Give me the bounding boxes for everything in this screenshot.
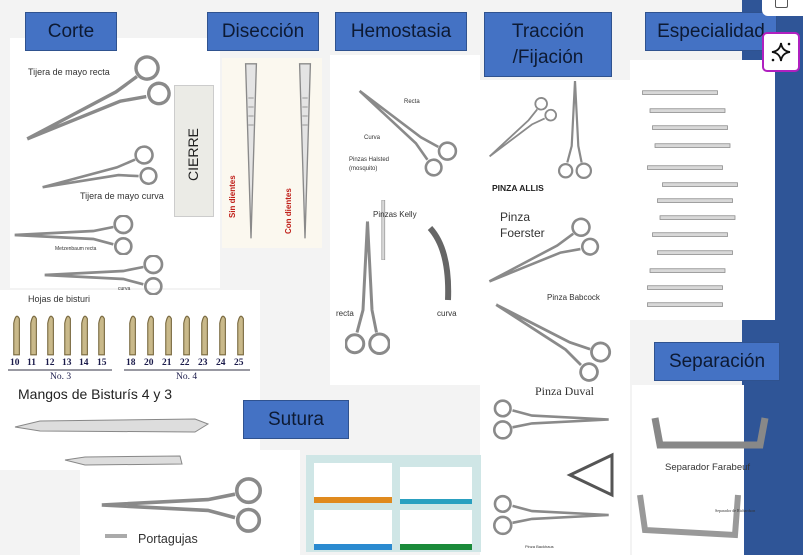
specialty-instruments xyxy=(642,90,739,307)
hemostats xyxy=(345,75,461,355)
blade-number: 20 xyxy=(144,358,154,368)
category-corte: Corte xyxy=(25,12,117,51)
blade-number: 24 xyxy=(216,358,226,368)
needle-holder xyxy=(102,479,260,538)
blade-number: 14 xyxy=(79,358,89,368)
blade-group-label-no4: No. 4 xyxy=(176,372,198,382)
label-hojas-bisturi: Hojas de bisturi xyxy=(28,294,91,304)
label-mosquito: (mosquito) xyxy=(349,166,378,172)
label-metzenbaum-curva: curva xyxy=(118,286,131,292)
label-con-dientes: Con dientes xyxy=(284,188,293,234)
blade-number: 10 xyxy=(10,358,20,368)
label-separador-farabeuf: Separador Farabeuf xyxy=(665,462,751,473)
suture-packages-image xyxy=(306,455,481,552)
label-kelly-recta: recta xyxy=(336,309,354,318)
blade-number: 18 xyxy=(126,358,136,368)
cierre-label: CIERRE xyxy=(185,128,201,181)
label-pinza-backhaus: Pinza Backhaus xyxy=(525,544,554,549)
label-foerster-1: Pinza xyxy=(500,210,531,224)
traccion-panel xyxy=(480,80,630,555)
blade-number: 22 xyxy=(180,358,190,368)
blade-number: 13 xyxy=(62,358,72,368)
label-mayo-recta: Tijera de mayo recta xyxy=(28,67,110,77)
blade-number: 21 xyxy=(162,358,172,368)
label-metzenbaum-recta: Metzenbaum recta xyxy=(55,246,97,252)
hemostasia-panel xyxy=(330,55,480,385)
label-pinzas-kelly: Pinzas Kelly xyxy=(373,210,417,219)
label-pinza-duval: Pinza Duval xyxy=(535,384,594,398)
label-foerster-2: Foerster xyxy=(500,226,545,240)
label-portagujas: Portagujas xyxy=(138,532,198,546)
blades-group xyxy=(8,315,250,371)
label-kelly-curva: curva xyxy=(437,309,457,318)
label-sin-dientes: Sin dientes xyxy=(228,175,237,218)
label-halsted: Pinzas Halsted xyxy=(349,157,390,163)
blade-group-label-no3: No. 3 xyxy=(50,372,72,382)
retractors xyxy=(637,417,769,539)
cierre-box: CIERRE xyxy=(174,85,214,217)
label-pinza-allis: PINZA ALLIS xyxy=(492,183,544,193)
blade-number: 11 xyxy=(27,358,36,368)
category-traccion-fijacion: Tracción /Fijación xyxy=(484,12,612,77)
blade-number: 15 xyxy=(97,358,107,368)
top-right-panel-button[interactable] xyxy=(762,0,803,16)
category-separacion: Separación xyxy=(654,342,780,381)
separacion-panel xyxy=(632,385,744,555)
category-diseccion: Disección xyxy=(207,12,319,51)
label-curva: Curva xyxy=(364,135,381,141)
blade-number: 12 xyxy=(45,358,55,368)
sparkle-icon xyxy=(771,42,791,62)
category-hemostasia: Hemostasia xyxy=(335,12,467,51)
blade-number: 25 xyxy=(234,358,244,368)
ai-sparkle-button[interactable] xyxy=(762,32,800,72)
scalpel-handles xyxy=(14,418,210,466)
label-recta: Recta xyxy=(404,99,420,105)
scissors-group xyxy=(13,51,176,295)
dissection-forceps xyxy=(244,62,312,240)
panel-icon xyxy=(775,0,788,8)
category-especialidad: Especialidad xyxy=(645,12,777,51)
label-mayo-curva: Tijera de mayo curva xyxy=(80,191,164,201)
label-separador-richardson: Separador de Richardson xyxy=(715,508,756,513)
especialidad-panel xyxy=(630,60,775,320)
label-mangos-bisturi: Mangos de Bisturís 4 y 3 xyxy=(18,386,173,402)
label-pinza-babcock: Pinza Babcock xyxy=(547,293,600,302)
traction-clamps xyxy=(480,80,615,536)
category-sutura: Sutura xyxy=(243,400,349,439)
blade-number: 23 xyxy=(198,358,208,368)
